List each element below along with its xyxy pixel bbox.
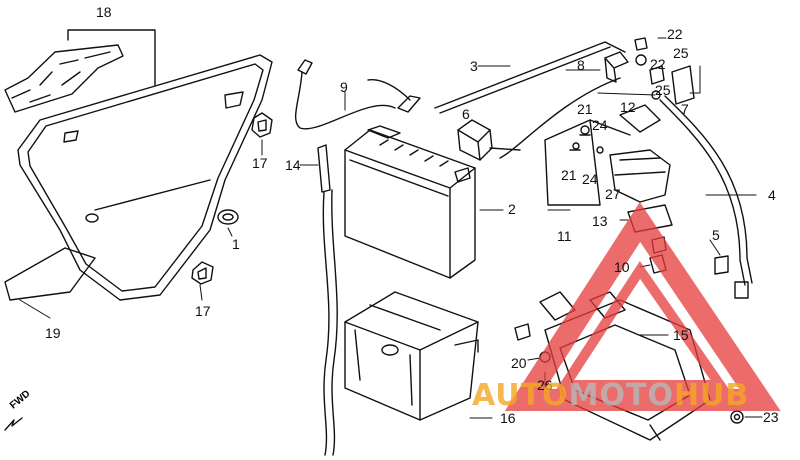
callout-24-bottom: 24: [582, 171, 598, 187]
callout-10: 10: [614, 259, 630, 275]
clip-5: [714, 255, 749, 299]
battery-tray-15: [539, 291, 711, 441]
battery-cable-9: [295, 59, 421, 130]
callout-22-mid: 22: [650, 56, 666, 72]
callout-26: 26: [537, 377, 553, 393]
callout-12: 12: [620, 99, 636, 115]
watermark-text: AUTOMOTOHUB: [472, 378, 749, 413]
electrical-box-11: [544, 104, 671, 206]
callout-16: 16: [500, 410, 516, 426]
cable-3: [434, 41, 626, 159]
callout-25-top: 25: [673, 45, 689, 61]
relay-6: [457, 119, 521, 161]
callout-9: 9: [340, 79, 348, 95]
battery-box-16: [344, 291, 479, 421]
callout-21-top: 21: [577, 101, 593, 117]
callout-22-top: 22: [667, 26, 683, 42]
callout-17-upper: 17: [252, 155, 268, 171]
callout-20: 20: [511, 355, 527, 371]
callout-14: 14: [285, 157, 301, 173]
watermark-logo: [504, 202, 781, 411]
callout-2: 2: [508, 201, 516, 217]
callout-18: 18: [96, 4, 112, 20]
callout-13: 13: [592, 213, 608, 229]
fwd-arrow: [4, 417, 23, 431]
side-cover-19: [4, 54, 273, 301]
callout-1: 1: [232, 236, 240, 252]
bracket-7: [671, 65, 695, 105]
cable-4: [659, 95, 753, 286]
callout-5: 5: [712, 227, 720, 243]
callout-7: 7: [681, 101, 689, 117]
callout-21-bottom: 21: [561, 167, 577, 183]
watermark-auto: AUTO: [472, 378, 569, 413]
callout-15: 15: [673, 327, 689, 343]
callout-27: 27: [605, 186, 621, 202]
callout-25-mid: 25: [655, 82, 671, 98]
callout-6: 6: [462, 106, 470, 122]
callout-8: 8: [577, 57, 585, 73]
fuse-holder-8: [604, 51, 629, 83]
callout-17-lower: 17: [195, 303, 211, 319]
watermark-moto: MOTO: [568, 378, 674, 413]
breather-tube-14: [317, 144, 338, 456]
battery-2: [344, 125, 476, 279]
emblem-strip-18: [4, 29, 156, 113]
callout-11: 11: [557, 228, 572, 244]
grommets: [191, 112, 273, 285]
callout-23: 23: [763, 409, 779, 425]
callout-19: 19: [45, 325, 61, 341]
callout-24-top: 24: [592, 117, 608, 133]
watermark-hub: HUB: [673, 378, 750, 413]
callout-4: 4: [768, 187, 776, 203]
callout-3: 3: [470, 58, 478, 74]
fasteners-22-25: [634, 37, 665, 100]
